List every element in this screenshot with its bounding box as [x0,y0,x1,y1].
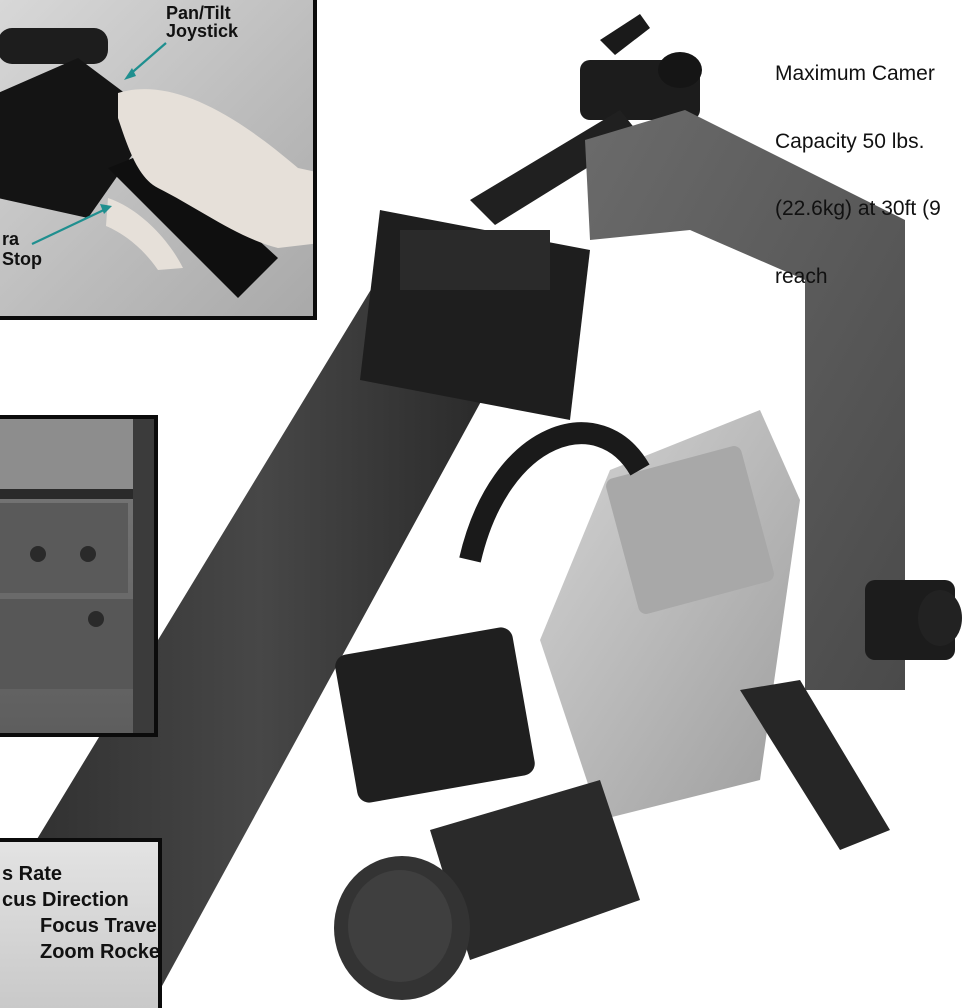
focus-direction-label: cus Direction [2,889,129,911]
viewfinder [335,627,535,803]
camera-side-panel [606,446,774,614]
focus-rate-label: s Rate [2,863,63,885]
control-panel-inset [0,415,158,737]
capacity-caption: Maximum Camer Capacity 50 lbs. (22.6kg) … [775,18,941,333]
panel-rail [0,489,148,499]
l-bracket [585,110,905,690]
caption-line: Capacity 50 lbs. [775,129,925,153]
lens-barrel [430,780,640,960]
tilt-motor-knob [918,590,962,646]
joystick-grip [108,148,278,298]
panel-knob [88,611,104,627]
motor-cap [658,52,702,88]
joystick-arrow [127,42,167,77]
caption-line: Maximum Camer [775,62,935,85]
control-panel-photo [0,419,154,733]
lens-cap-inner [348,870,452,982]
panel-side [133,419,154,733]
panel-knob [30,546,46,562]
start-stop-label-line-2: Stop [2,249,42,269]
panel-top-deck [0,419,154,489]
inset-rod [0,28,108,64]
panel-front-upper [0,503,128,593]
camera-handle [459,422,650,563]
joystick-label-line-2: Joystick [166,21,239,41]
start-stop-label-line-1: ra [2,229,20,249]
wing-nut [600,14,650,55]
joystick-arrow-head [124,68,136,80]
zoom-rocker-label: Zoom Rocker [40,941,162,963]
joystick-inset: Pan/Tilt Joystick ra Stop [0,0,317,320]
start-stop-arrow-head [100,204,112,214]
joystick-label-line-1: Pan/Tilt [166,3,231,23]
focus-travel-label: Focus Travel [40,915,162,937]
joystick-photo [0,28,313,298]
start-stop-arrow [31,207,109,245]
lower-bracket [740,680,890,850]
operator-fingers [106,198,183,270]
operator-hand [118,89,313,248]
caption-line: reach [775,264,828,288]
caption-line: (22.6kg) at 30ft (9 [775,197,941,220]
mount-plate [400,230,550,290]
crane-arm [0,250,520,1008]
focus-zoom-inset: s Rate cus Direction Focus Travel Zoom R… [0,838,162,1008]
panel-knob [80,546,96,562]
panel-front-lower [0,599,133,689]
